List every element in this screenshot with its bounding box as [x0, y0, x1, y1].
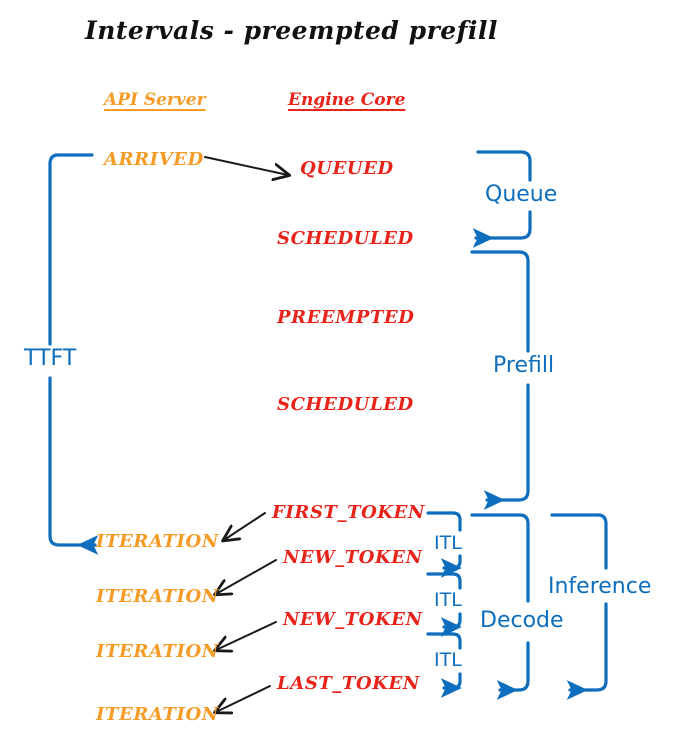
itl-bracket-3-upper	[426, 632, 462, 650]
itl-bracket-2-upper	[426, 572, 462, 590]
engine-event-new-token-1: NEW_TOKEN	[283, 547, 423, 568]
transition-arrows-layer	[204, 156, 288, 712]
interval-label-prefill: Prefill	[493, 353, 555, 378]
interval-label-itl-1: ITL	[434, 532, 462, 554]
interval-label-queue: Queue	[485, 182, 558, 207]
decode-bracket-upper	[470, 513, 530, 603]
itl-bracket-3-lower	[440, 672, 462, 698]
itl-bracket-1-lower	[440, 554, 462, 578]
prefill-bracket-upper	[470, 250, 530, 353]
page-title: Intervals - preempted prefill	[85, 16, 498, 45]
interval-label-ttft: TTFT	[24, 346, 77, 371]
api-event-iteration-1: ITERATION	[96, 531, 219, 552]
api-event-iteration-3: ITERATION	[96, 641, 219, 662]
queue-bracket-lower	[472, 210, 532, 248]
interval-label-inference: Inference	[548, 574, 652, 599]
inference-bracket-lower	[566, 602, 608, 700]
interval-label-itl-3: ITL	[434, 649, 462, 671]
interval-label-decode: Decode	[480, 608, 564, 633]
itl-bracket-1-upper	[426, 511, 462, 532]
ttft-bracket-upper	[48, 153, 94, 346]
interval-label-itl-2: ITL	[434, 589, 462, 611]
engine-event-new-token-2: NEW_TOKEN	[283, 609, 423, 630]
queue-bracket-upper	[476, 150, 532, 182]
column-header-api-server: API Server	[104, 90, 206, 110]
inference-bracket-upper	[550, 513, 608, 570]
prefill-bracket-lower	[483, 383, 530, 510]
itl-bracket-2-lower	[440, 612, 462, 637]
arrow-first-token-to-iteration	[224, 512, 266, 540]
engine-event-scheduled-2: SCHEDULED	[277, 394, 414, 415]
arrow-new-token-to-iteration-2	[216, 621, 277, 650]
api-event-iteration-2: ITERATION	[96, 586, 219, 607]
engine-event-last-token: LAST_TOKEN	[277, 673, 420, 694]
api-event-iteration-4: ITERATION	[96, 704, 219, 725]
arrow-new-token-to-iteration-1	[216, 559, 277, 594]
column-header-engine-core: Engine Core	[288, 90, 406, 110]
engine-event-preempted: PREEMPTED	[277, 307, 415, 328]
engine-event-scheduled-1: SCHEDULED	[277, 228, 414, 249]
arrow-arrived-to-queued	[204, 156, 288, 175]
api-event-arrived: ARRIVED	[104, 149, 204, 170]
ttft-bracket-lower	[48, 376, 99, 555]
engine-event-queued: QUEUED	[300, 158, 394, 179]
engine-event-first-token: FIRST_TOKEN	[272, 502, 426, 523]
arrow-last-token-to-iteration	[216, 685, 271, 712]
decode-bracket-lower	[496, 641, 530, 700]
